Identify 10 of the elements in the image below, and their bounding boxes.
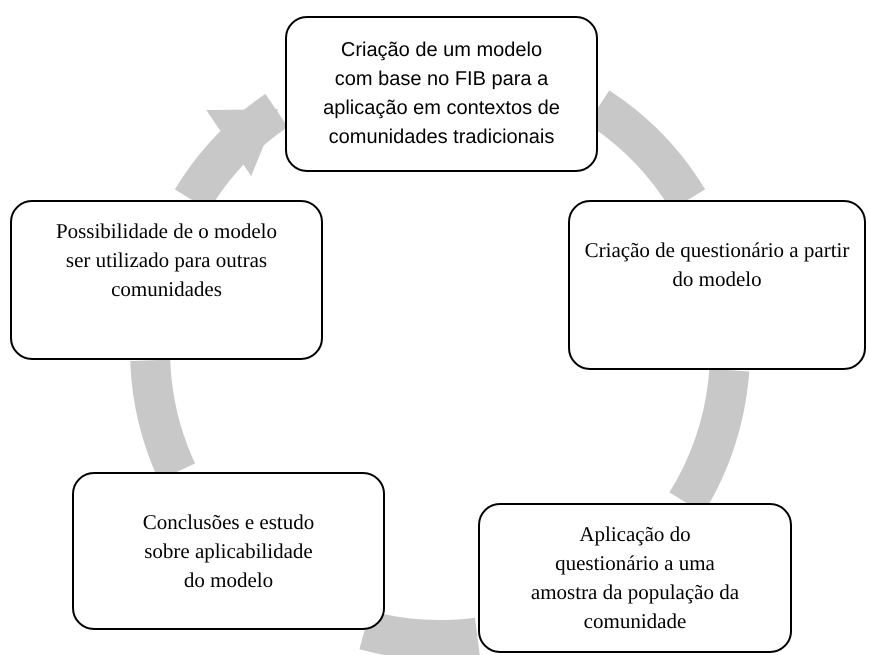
step-text: Criação de questionário a partir do modelo <box>584 237 850 293</box>
process-box <box>568 200 866 370</box>
step-text: Conclusões e estudo sobre aplicabilidade do modelo <box>142 508 316 594</box>
process-box <box>10 200 323 360</box>
step-text: Criação de um modelo com base no FIB para a aplicação em contextos de comunidades tradicionais <box>322 38 561 150</box>
process-box <box>285 16 598 172</box>
process-box <box>478 503 792 653</box>
step-text: Possibilidade de o modelo ser utilizado para outras comunidades <box>54 218 278 302</box>
step-text: Aplicação do questionário a uma amostra da população da comunidade <box>530 521 740 635</box>
process-box <box>72 472 385 630</box>
